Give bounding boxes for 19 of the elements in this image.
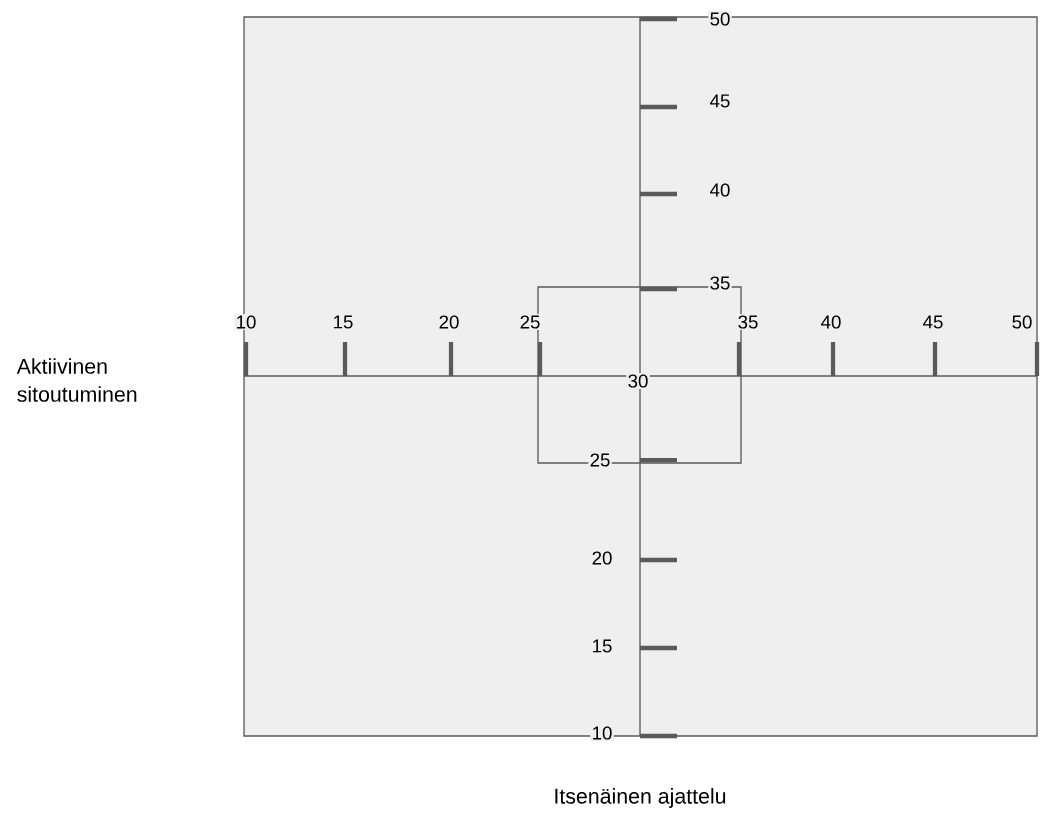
tick-label: 50: [708, 11, 732, 27]
tick-label: 35: [708, 275, 732, 291]
tick-label: 50: [1010, 314, 1034, 330]
tick-label: 30: [626, 373, 650, 389]
tick-label: 25: [588, 452, 612, 468]
tick-label: 45: [921, 314, 945, 330]
tick-label: 20: [590, 550, 614, 566]
tick-label: 40: [819, 314, 843, 330]
tick-label: 10: [590, 725, 614, 741]
axis-title: Itsenäinen ajattelu: [555, 788, 726, 808]
tick-label: 45: [708, 93, 732, 109]
axis-title: Aktiivinen sitoutuminen: [16, 358, 137, 402]
tick-label: 15: [331, 314, 355, 330]
tick-label: 20: [437, 314, 461, 330]
tick-label: 35: [736, 314, 760, 330]
tick-label: 10: [234, 314, 258, 330]
tick-label: 25: [518, 314, 542, 330]
tick-label: 15: [590, 638, 614, 654]
tick-label: 40: [708, 182, 732, 198]
